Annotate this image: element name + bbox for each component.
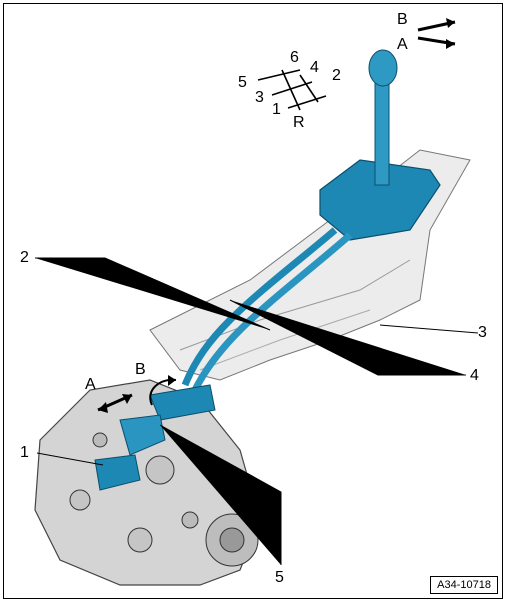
shift-cable — [191, 232, 353, 392]
shift-gate — [257, 69, 327, 111]
direction-a-top: A — [397, 36, 408, 53]
selector-housing — [319, 159, 441, 241]
direction-b-top: B — [397, 11, 408, 28]
gear-knob — [368, 49, 398, 87]
gear-1: 1 — [272, 101, 281, 118]
selector-lever — [94, 454, 141, 491]
callout-4: 4 — [470, 367, 479, 384]
callout-3: 3 — [478, 324, 487, 341]
callout-5: 5 — [275, 569, 284, 586]
figure-reference: A34-10718 — [430, 576, 498, 594]
gear-2: 2 — [332, 67, 341, 84]
callout-1: 1 — [20, 444, 29, 461]
cable-bracket — [149, 384, 216, 421]
direction-a-left: A — [85, 376, 96, 393]
gear-6: 6 — [290, 49, 299, 66]
diagram-frame — [3, 3, 503, 599]
gear-3: 3 — [255, 89, 264, 106]
gear-4: 4 — [310, 59, 319, 76]
gear-r: R — [293, 114, 305, 131]
gear-5: 5 — [238, 74, 247, 91]
gear-lever — [374, 74, 390, 186]
direction-b-left: B — [135, 361, 146, 378]
callout-2: 2 — [20, 249, 29, 266]
